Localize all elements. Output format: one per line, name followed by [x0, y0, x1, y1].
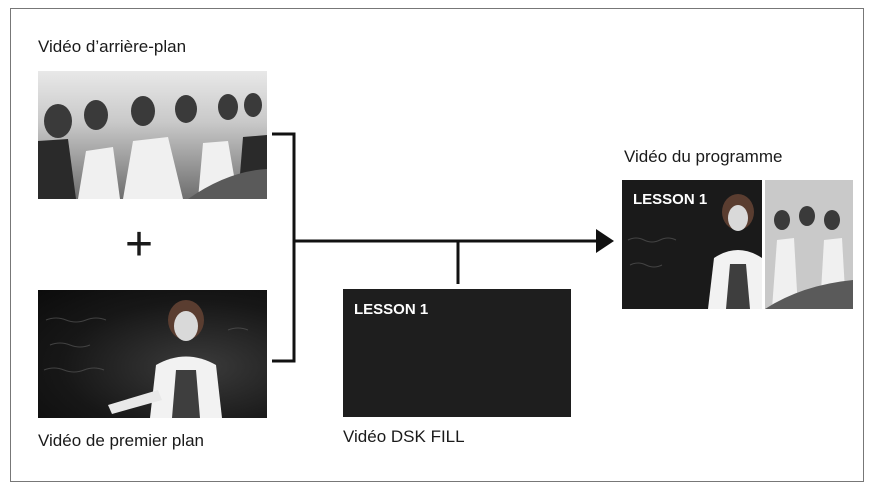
program-composite-illustration [622, 180, 853, 309]
foreground-video-label: Vidéo de premier plan [38, 431, 205, 450]
dsk-lesson-text: LESSON 1 [354, 301, 429, 318]
audience-illustration [38, 93, 267, 199]
program-video-label: Vidéo du programme [624, 147, 783, 166]
background-video-label: Vidéo d’arrière-plan [38, 37, 187, 56]
combine-bracket [272, 132, 296, 363]
program-lesson-text: LESSON 1 [633, 191, 708, 208]
dsk-fill-video-image: LESSON 1 [343, 289, 571, 417]
dsk-fill-video-label: Vidéo DSK FILL [343, 427, 465, 446]
arrow-head [596, 229, 614, 253]
background-video-image [38, 71, 267, 199]
teacher-illustration [43, 300, 249, 418]
foreground-video-image [38, 290, 267, 418]
plus-operator: + [125, 218, 154, 271]
program-video-image: LESSON 1 [622, 180, 853, 309]
